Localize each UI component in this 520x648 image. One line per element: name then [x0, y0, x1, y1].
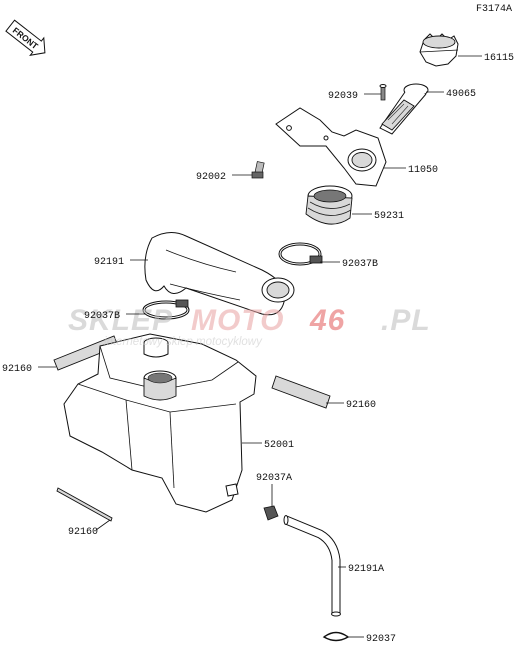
hose-92191: [144, 232, 295, 316]
bolt-92002: [251, 161, 265, 179]
callout-labels: 16115 49065 92039 11050 92002 59231 9219…: [2, 53, 514, 645]
fuel-filter-49065: [379, 83, 429, 135]
watermark-tagline: internetowy sklep motocyklowy: [104, 336, 263, 348]
callout-92037a: 92037A: [256, 473, 292, 484]
strip-92160-bottom: [56, 487, 113, 522]
callout-92191: 92191: [94, 257, 124, 268]
clip-92037a: [263, 505, 279, 521]
watermark-brand-a: SKLEP: [68, 304, 173, 337]
callout-11050: 11050: [408, 165, 438, 176]
callout-92039: 92039: [328, 91, 358, 102]
front-arrow-icon: FRONT: [5, 19, 46, 56]
fuel-tank-52001: [63, 333, 257, 513]
watermark: SKLEP MOTO 46 .PL internetowy sklep moto…: [68, 304, 431, 348]
callout-59231: 59231: [374, 211, 404, 222]
clamp-92037: [322, 631, 350, 642]
hose-92191a: [283, 515, 341, 617]
callout-92037b-lower: 92037B: [84, 311, 120, 322]
figure-code: F3174A: [476, 4, 512, 15]
callout-92037b-upper: 92037B: [342, 259, 378, 270]
callout-49065: 49065: [446, 89, 476, 100]
clamp-92037b-upper: [278, 242, 323, 266]
bracket-11050: [275, 107, 387, 187]
callout-92160-left: 92160: [2, 364, 32, 375]
callout-16115: 16115: [484, 53, 514, 64]
callout-92002: 92002: [196, 172, 226, 183]
watermark-brand-b: MOTO: [191, 304, 284, 337]
callout-92160-bottom: 92160: [68, 527, 98, 538]
callout-92191a: 92191A: [348, 564, 384, 575]
fuel-cap-16115: [419, 33, 459, 67]
leader-lines: [38, 55, 482, 638]
filler-neck-59231: [305, 185, 353, 225]
clamp-92037b-lower: [142, 299, 190, 320]
fitting-92039: [379, 84, 387, 101]
watermark-brand-tld: .PL: [381, 304, 431, 337]
callout-92160-right: 92160: [346, 400, 376, 411]
watermark-brand-num: 46: [309, 304, 345, 337]
callout-52001: 52001: [264, 440, 294, 451]
callout-92037: 92037: [366, 634, 396, 645]
pad-92160-right: [271, 375, 331, 409]
